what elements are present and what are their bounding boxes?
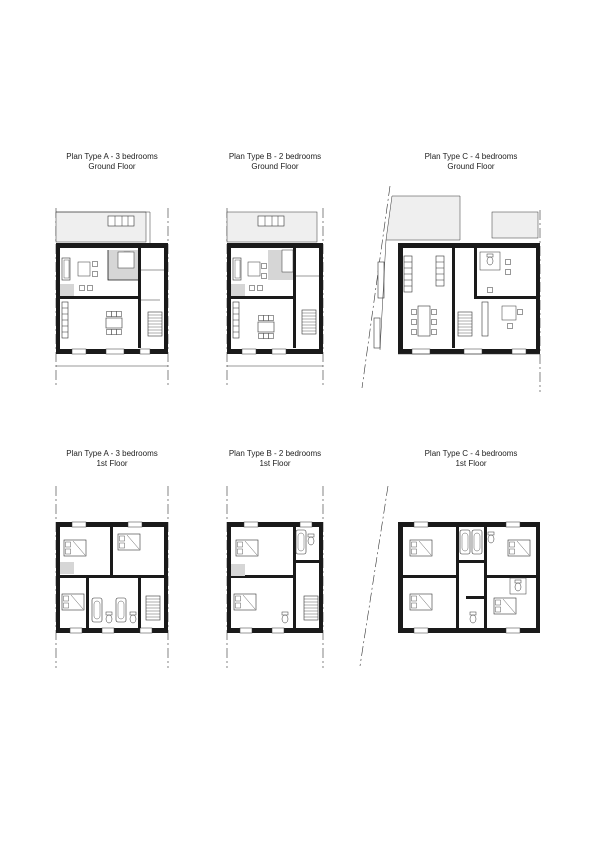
plan-floor: Ground Floor [447, 162, 495, 171]
plan-c-first-floor [359, 485, 540, 667]
plan-title: Plan Type A - 3 bedrooms [66, 449, 158, 458]
plan-title: Plan Type C - 4 bedrooms [424, 152, 518, 161]
plan-floor: 1st Floor [455, 459, 487, 468]
caption-plan-c-ground: Plan Type C - 4 bedrooms Ground Floor [396, 152, 546, 172]
plan-title: Plan Type B - 2 bedrooms [228, 449, 322, 458]
caption-plan-b-ground: Plan Type B - 2 bedrooms Ground Floor [200, 152, 350, 172]
plan-title: Plan Type C - 4 bedrooms [424, 449, 518, 458]
caption-plan-a-ground: Plan Type A - 3 bedrooms Ground Floor [37, 152, 187, 172]
plan-floor: Ground Floor [251, 162, 299, 171]
caption-plan-b-first: Plan Type B - 2 bedrooms 1st Floor [200, 449, 350, 469]
caption-plan-c-first: Plan Type C - 4 bedrooms 1st Floor [396, 449, 546, 469]
plan-c-ground-floor [361, 185, 541, 392]
plan-title: Plan Type B - 2 bedrooms [228, 152, 322, 161]
plan-floor: Ground Floor [88, 162, 136, 171]
plan-b-first-floor [226, 486, 324, 668]
plan-b-ground-floor [226, 208, 324, 386]
plan-title: Plan Type A - 3 bedrooms [66, 152, 158, 161]
caption-plan-a-first: Plan Type A - 3 bedrooms 1st Floor [37, 449, 187, 469]
plan-floor: 1st Floor [259, 459, 291, 468]
plan-a-first-floor [55, 486, 169, 668]
plan-floor: 1st Floor [96, 459, 128, 468]
plan-a-ground-floor [55, 208, 169, 386]
